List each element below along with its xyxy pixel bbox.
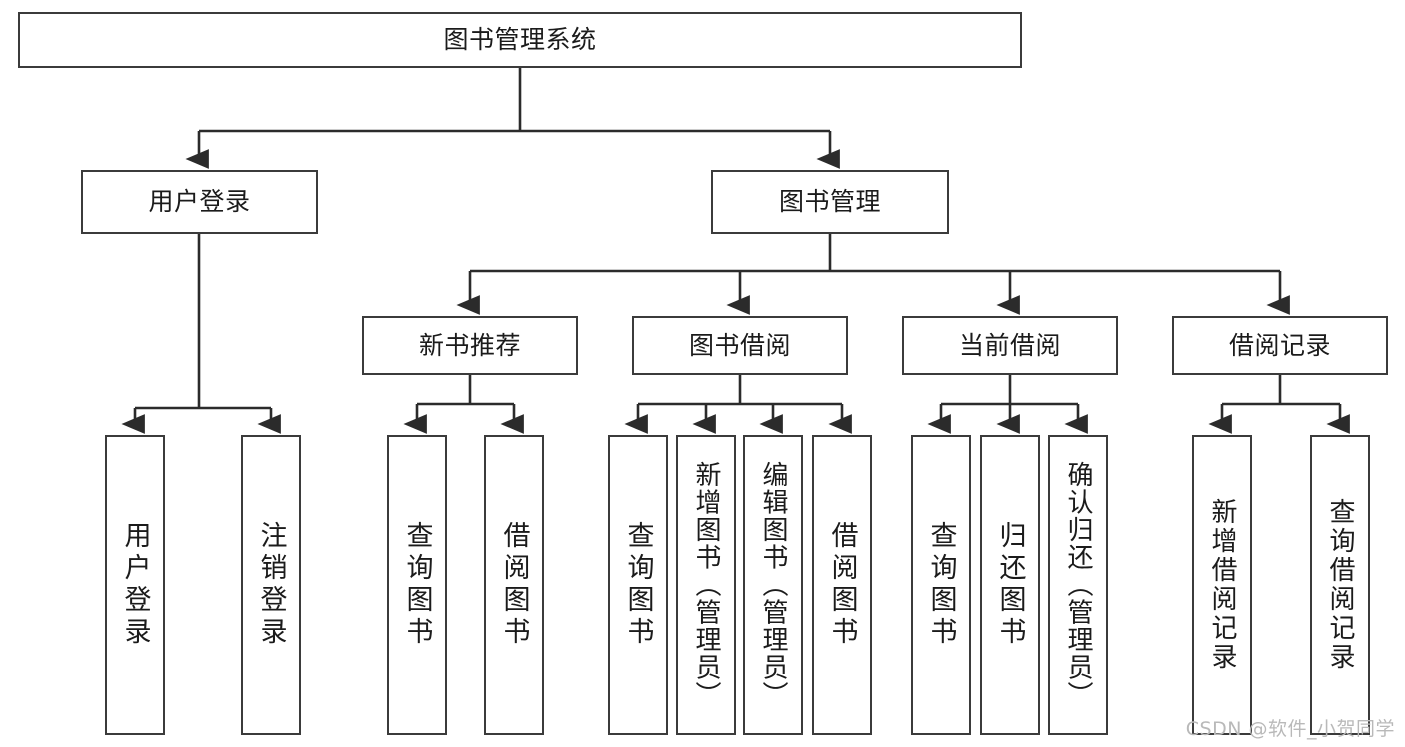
leaf-query-book-2-label: 查询图书 — [622, 521, 654, 649]
leaf-logout-login-label: 注销登录 — [255, 521, 287, 649]
leaf-borrow-book-2[interactable]: 借阅图书 — [812, 435, 872, 735]
leaf-query-book-2[interactable]: 查询图书 — [608, 435, 668, 735]
leaf-user-login-label: 用户登录 — [119, 521, 151, 649]
leaf-add-book-label: 新增图书（管理员） — [691, 461, 721, 709]
leaf-user-login[interactable]: 用户登录 — [105, 435, 165, 735]
node-root[interactable]: 图书管理系统 — [18, 12, 1022, 68]
leaf-query-record[interactable]: 查询借阅记录 — [1310, 435, 1370, 735]
leaf-return-book-label: 归还图书 — [994, 521, 1026, 649]
leaf-add-record-label: 新增借阅记录 — [1207, 498, 1237, 672]
node-new-book-rec[interactable]: 新书推荐 — [362, 316, 578, 375]
leaf-edit-book[interactable]: 编辑图书（管理员） — [743, 435, 803, 735]
node-user-login[interactable]: 用户登录 — [81, 170, 318, 234]
leaf-add-record[interactable]: 新增借阅记录 — [1192, 435, 1252, 735]
node-current-borrow[interactable]: 当前借阅 — [902, 316, 1118, 375]
node-book-borrow[interactable]: 图书借阅 — [632, 316, 848, 375]
node-root-label: 图书管理系统 — [443, 25, 597, 55]
leaf-borrow-book-2-label: 借阅图书 — [826, 521, 858, 649]
leaf-query-book-3-label: 查询图书 — [925, 521, 957, 649]
node-book-borrow-label: 图书借阅 — [688, 330, 791, 360]
leaf-query-record-label: 查询借阅记录 — [1325, 498, 1355, 672]
leaf-return-book[interactable]: 归还图书 — [980, 435, 1040, 735]
leaf-logout-login[interactable]: 注销登录 — [241, 435, 301, 735]
leaf-confirm-return[interactable]: 确认归还（管理员） — [1048, 435, 1108, 735]
node-new-book-rec-label: 新书推荐 — [418, 330, 521, 360]
leaf-confirm-return-label: 确认归还（管理员） — [1063, 461, 1093, 709]
node-borrow-record[interactable]: 借阅记录 — [1172, 316, 1388, 375]
node-borrow-record-label: 借阅记录 — [1228, 330, 1331, 360]
leaf-query-book-1-label: 查询图书 — [401, 521, 433, 649]
csdn-watermark: CSDN @软件_小贺同学 — [1185, 718, 1395, 740]
node-current-borrow-label: 当前借阅 — [958, 330, 1061, 360]
node-user-login-label: 用户登录 — [148, 187, 251, 217]
leaf-query-book-1[interactable]: 查询图书 — [387, 435, 447, 735]
leaf-borrow-book-1-label: 借阅图书 — [498, 521, 530, 649]
node-book-manage[interactable]: 图书管理 — [711, 170, 949, 234]
node-book-manage-label: 图书管理 — [778, 187, 881, 217]
leaf-add-book[interactable]: 新增图书（管理员） — [676, 435, 736, 735]
leaf-edit-book-label: 编辑图书（管理员） — [758, 461, 788, 709]
leaf-query-book-3[interactable]: 查询图书 — [911, 435, 971, 735]
leaf-borrow-book-1[interactable]: 借阅图书 — [484, 435, 544, 735]
